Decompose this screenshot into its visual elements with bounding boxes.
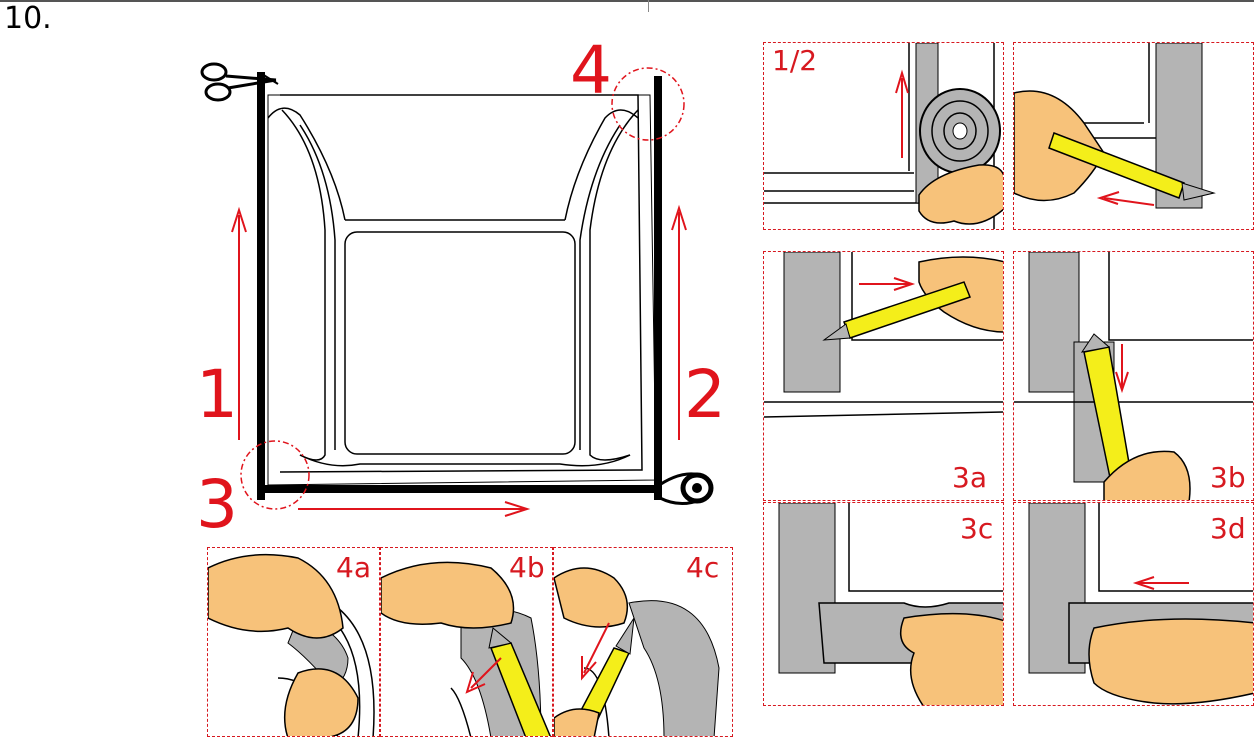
panel-3b-label: 3b — [1210, 461, 1246, 494]
panel-4a: 4a — [207, 547, 380, 737]
panel-3b-illustration — [1014, 252, 1253, 500]
label-2: 2 — [684, 356, 726, 433]
utility-knife-icon — [488, 627, 551, 736]
panel-3d: 3d — [1013, 502, 1254, 706]
panel-4b-illustration — [381, 561, 551, 736]
tape-strips — [257, 72, 662, 500]
detail-circles — [240, 67, 685, 510]
panel-3b: 3b — [1013, 251, 1254, 501]
hand-icon — [381, 561, 515, 629]
door-outline — [267, 94, 657, 486]
panel-4c-illustration — [554, 567, 720, 736]
top-rule-tick — [648, 0, 649, 12]
utility-knife-icon — [822, 281, 971, 341]
panel-3a-label: 3a — [952, 461, 987, 494]
panel-4a-label: 4a — [336, 551, 371, 584]
panel-3d-illustration — [1028, 503, 1253, 705]
panel-3c-illustration — [778, 503, 1003, 705]
panel-3c-label: 3c — [960, 512, 994, 545]
panel-4a-illustration — [208, 553, 375, 736]
direction-arrows — [231, 204, 687, 517]
panel-3d-label: 3d — [1210, 512, 1246, 545]
label-4: 4 — [570, 32, 612, 109]
panel-cut-top — [1013, 42, 1254, 230]
panel-cut-top-illustration — [1014, 43, 1216, 209]
hand-icon — [283, 668, 359, 736]
scissors-icon — [200, 62, 279, 102]
utility-knife-icon — [1048, 132, 1216, 201]
tape-roll-icon — [919, 88, 1001, 174]
panel-4c: 4c — [553, 547, 733, 737]
label-1: 1 — [196, 356, 238, 433]
hand-icon — [554, 708, 600, 736]
hand-icon — [899, 612, 1003, 705]
panel-3a-illustration — [764, 252, 1003, 418]
step-number: 10. — [4, 1, 52, 36]
hand-icon — [554, 567, 629, 628]
panel-1-2-label: 1/2 — [772, 44, 818, 77]
hand-icon — [1088, 618, 1253, 705]
panel-3c: 3c — [763, 502, 1004, 706]
panel-1-2-illustration — [764, 43, 1003, 229]
panel-4b-label: 4b — [509, 551, 545, 584]
tape-roll-icon — [654, 472, 714, 505]
panel-4b: 4b — [380, 547, 553, 737]
panel-3a: 3a — [763, 251, 1004, 501]
top-rule — [0, 0, 1254, 2]
label-3: 3 — [196, 466, 238, 543]
hand-icon — [208, 553, 344, 639]
panel-1-2: 1/2 — [763, 42, 1004, 230]
panel-4c-label: 4c — [686, 551, 720, 584]
hand-icon — [918, 164, 1003, 225]
hand-icon — [1103, 450, 1191, 500]
